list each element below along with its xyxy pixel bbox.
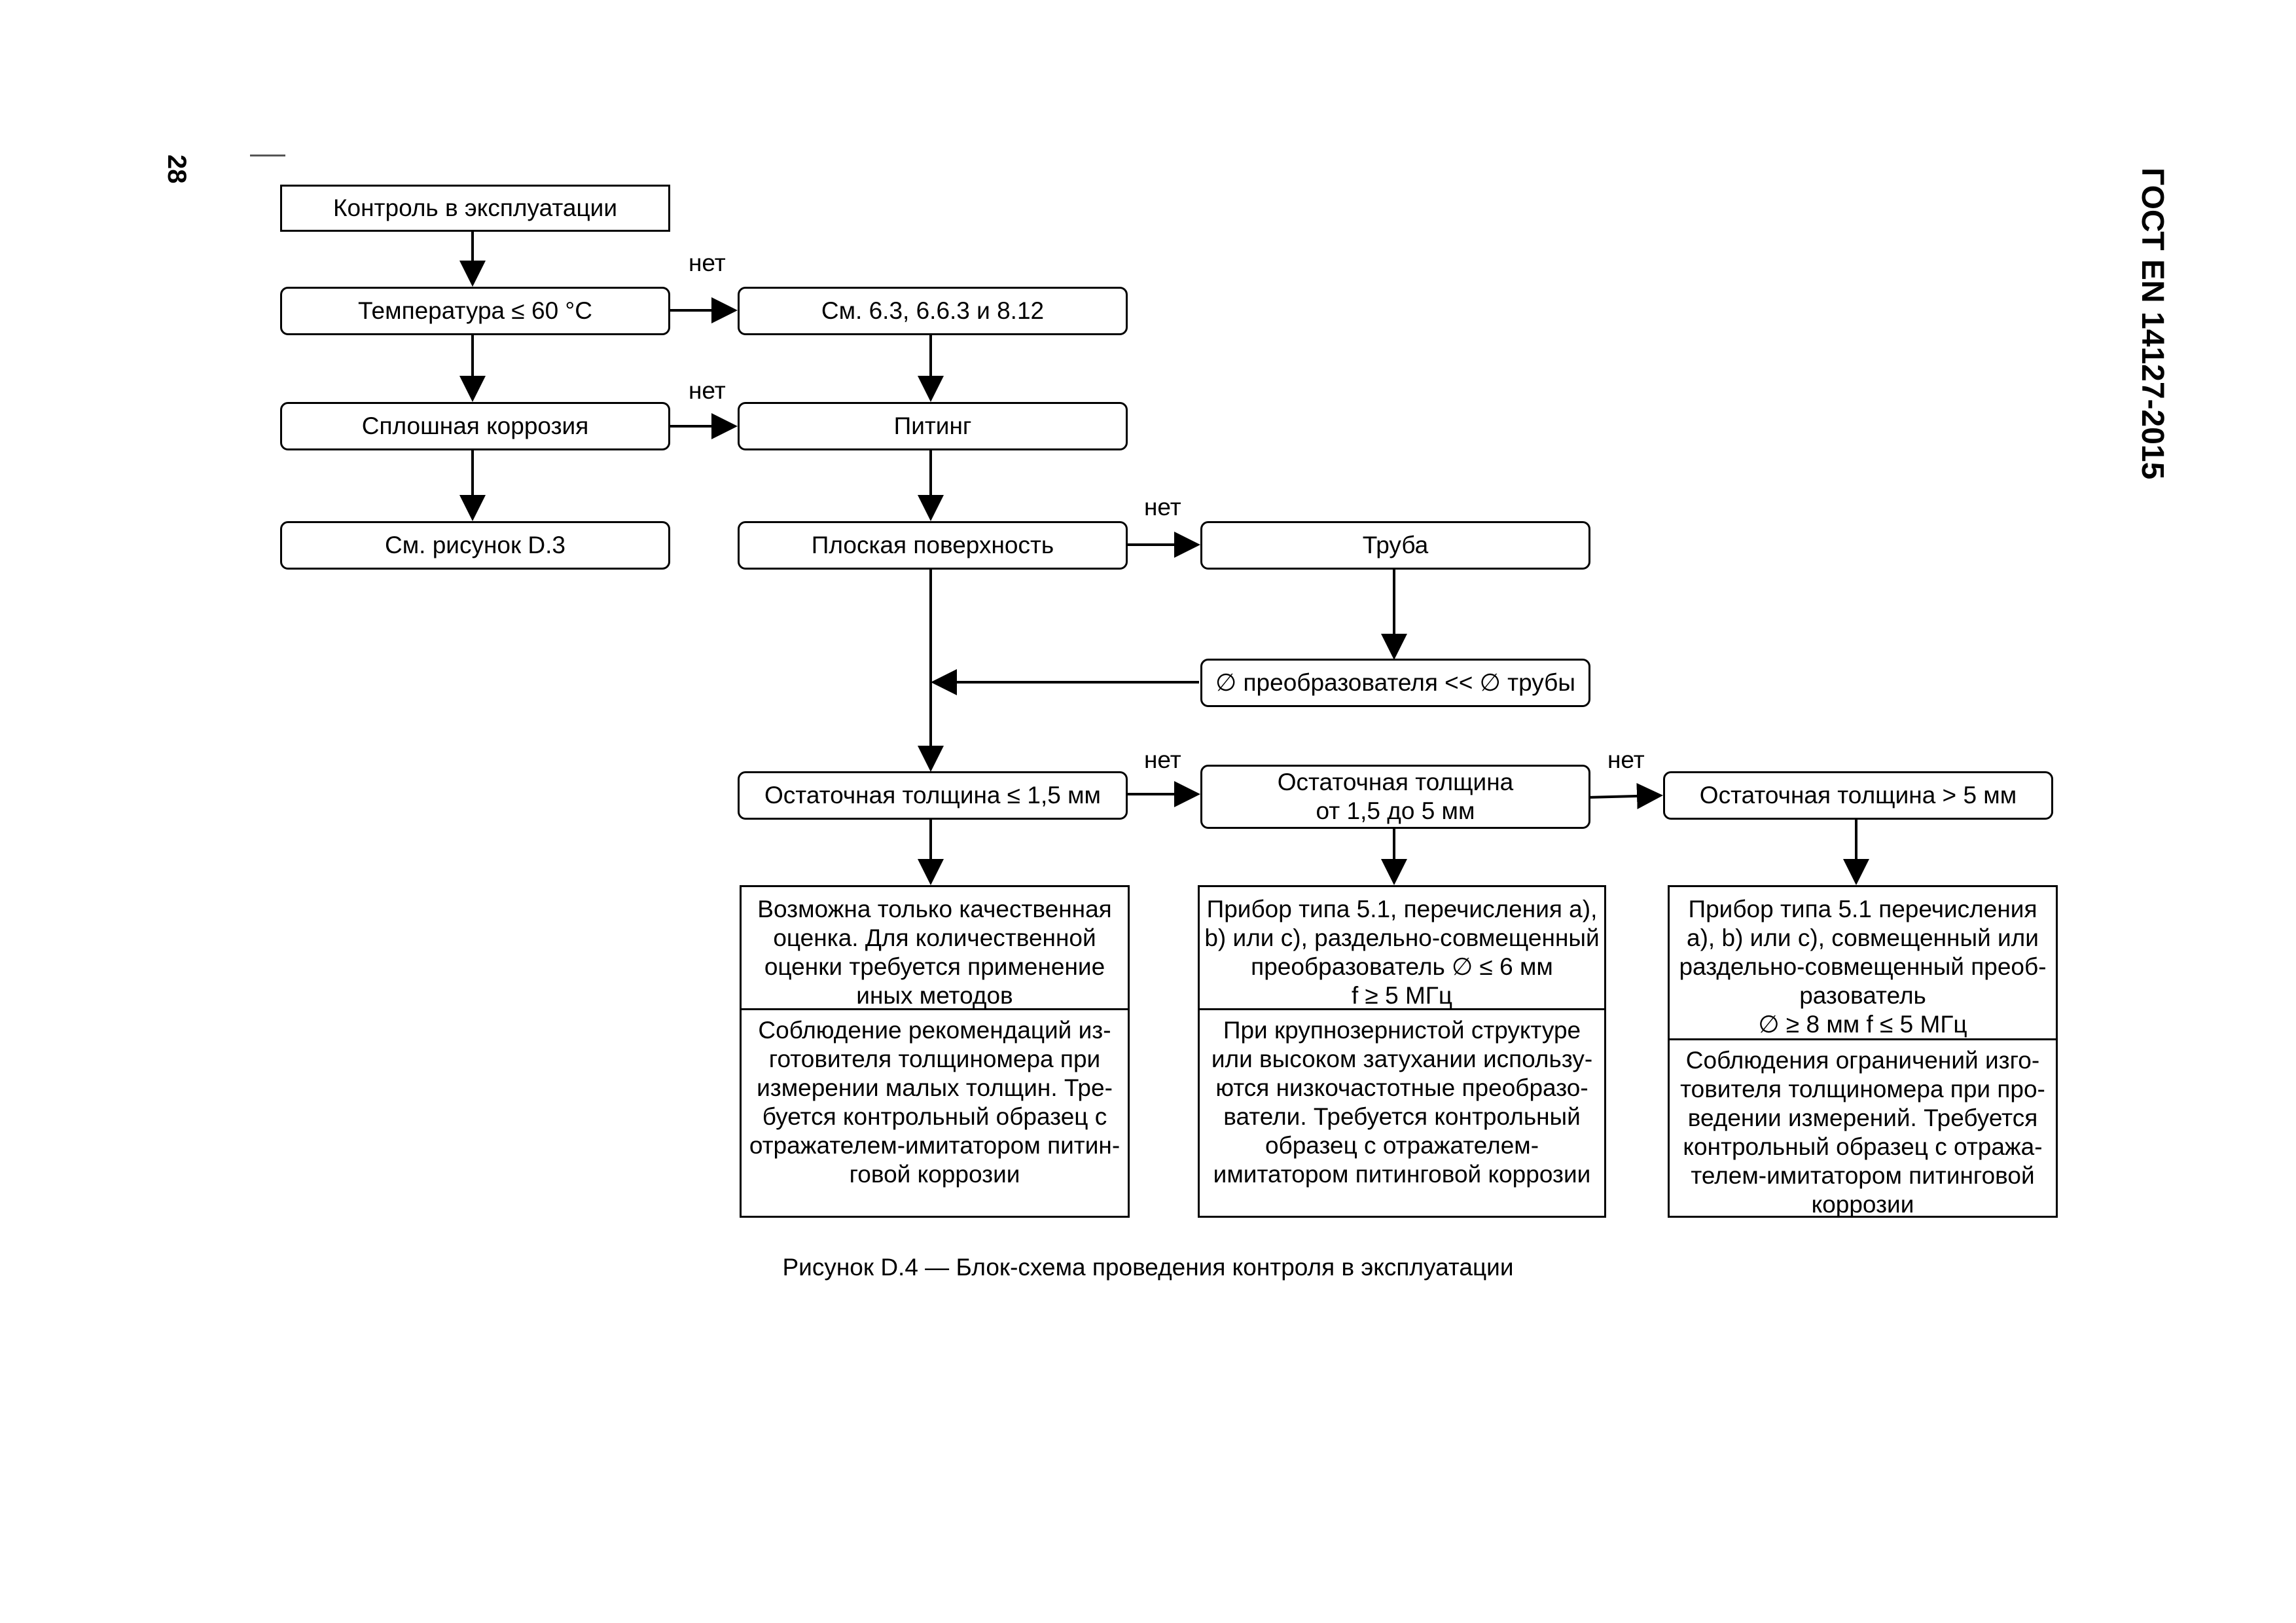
standard-designation: ГОСТ EN 14127-2015: [2135, 168, 2170, 480]
temperature-box: Температура ≤ 60 °C: [280, 287, 670, 335]
see-sections-box: См. 6.3, 6.6.3 и 8.12: [738, 287, 1128, 335]
pipe-box: Труба: [1200, 521, 1590, 570]
result-low-bottom: Соблюдение рекомендаций из- готовителя т…: [749, 1017, 1121, 1188]
result-high-bottom: Соблюдения ограничений изго- товителя то…: [1680, 1047, 2045, 1218]
transducer-vs-pipe-box: ∅ преобразователя << ∅ трубы: [1200, 659, 1590, 707]
thickness-mid-box: Остаточная толщина от 1,5 до 5 мм: [1200, 765, 1590, 829]
no-label-low: нет: [1144, 746, 1181, 773]
result-low-top: Возможна только качественная оценка. Для…: [742, 887, 1128, 1010]
page-number: 28: [162, 155, 191, 184]
result-mid-bottom: При крупнозернистой структуре или высоко…: [1211, 1017, 1593, 1188]
header-rule: [250, 155, 285, 156]
no-label-mid: нет: [1607, 746, 1645, 773]
result-table-low: Возможна только качественная оценка. Для…: [740, 885, 1130, 1218]
arrow-mid-no: [1587, 782, 1663, 809]
pitting-box: Питинг: [738, 402, 1128, 450]
no-label-temperature: нет: [689, 249, 726, 276]
result-high-top: Прибор типа 5.1 перечисления a), b) или …: [1670, 887, 2056, 1040]
uniform-corrosion-box: Сплошная коррозия: [280, 402, 670, 450]
no-label-flat: нет: [1144, 494, 1181, 520]
result-mid-top: Прибор типа 5.1, перечисления a), b) или…: [1200, 887, 1604, 1010]
see-figure-box: См. рисунок D.3: [280, 521, 670, 570]
thickness-low-box: Остаточная толщина ≤ 1,5 мм: [738, 771, 1128, 820]
no-label-uniform: нет: [689, 377, 726, 404]
figure-caption: Рисунок D.4 — Блок-схема проведения конт…: [782, 1254, 1514, 1281]
start-box: Контроль в эксплуатации: [280, 185, 670, 232]
thickness-high-box: Остаточная толщина > 5 мм: [1663, 771, 2053, 820]
flat-surface-box: Плоская поверхность: [738, 521, 1128, 570]
result-table-mid: Прибор типа 5.1, перечисления a), b) или…: [1198, 885, 1606, 1218]
result-table-high: Прибор типа 5.1 перечисления a), b) или …: [1668, 885, 2058, 1218]
